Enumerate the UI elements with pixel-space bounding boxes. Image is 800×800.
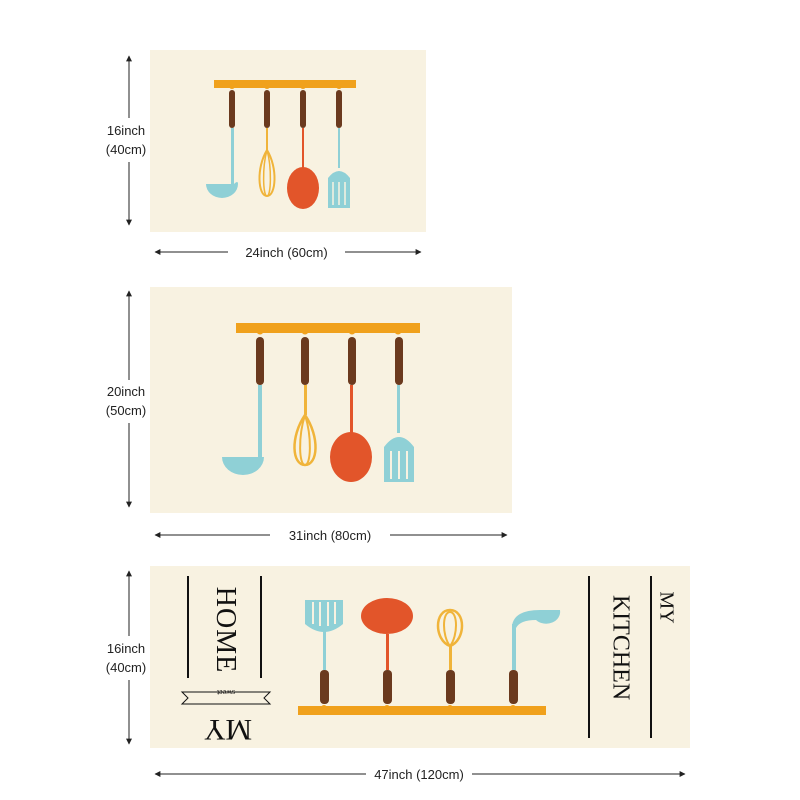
my-left-text: MY [203,713,253,746]
height-cm: (40cm) [105,660,147,675]
hook-rack-icon [236,323,420,335]
height-cm: (40cm) [105,142,147,157]
height-inch: 16inch [106,123,146,138]
spatula-icon [384,337,414,482]
height-inch: 16inch [106,641,146,656]
mat-runner: HOME sweet MY MY KITCHEN [150,566,690,748]
skimmer-icon [361,598,413,704]
ladle-icon [509,610,561,704]
my-right-text: MY [655,591,678,624]
utensil-rack-illustration [206,80,356,209]
spatula-icon [328,90,350,208]
mat-small [150,50,426,232]
height-inch: 20inch [106,384,146,399]
mat1-width-label: 24inch (60cm) [245,245,328,260]
home-text: HOME [210,586,241,674]
height-cm: (50cm) [105,403,147,418]
mat-medium [150,287,512,513]
mat1-height-label: 16inch (40cm) [96,121,156,159]
whisk-icon [436,608,464,704]
mat3-height-label: 16inch (40cm) [96,639,156,677]
ladle-icon [222,337,264,475]
mat2-height-label: 20inch (50cm) [96,382,156,420]
ladle-icon [206,90,238,198]
whisk-icon [293,337,317,467]
skimmer-icon [287,90,319,209]
mat2-width-label: 31inch (80cm) [288,528,372,543]
utensil-rack-illustration [222,323,420,482]
hook-rack-icon [214,80,356,89]
skimmer-icon [330,337,372,482]
kitchen-text: KITCHEN [607,594,634,701]
mat3-width-label: 47inch (120cm) [374,767,464,782]
whisk-icon [258,90,276,198]
spatula-icon [305,600,343,704]
hook-rack-icon [298,705,546,715]
sweet-text: sweet [216,688,236,697]
utensil-rack-illustration [180,576,652,738]
